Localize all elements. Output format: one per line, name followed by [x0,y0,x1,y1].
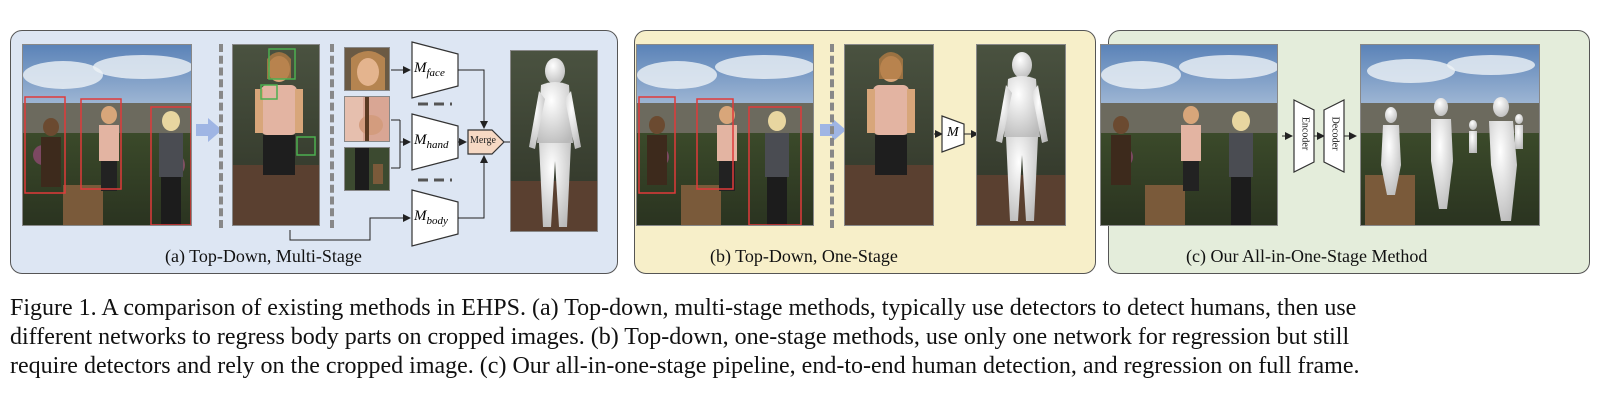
encoder-label: Encoder [1299,116,1311,151]
multi-stage-network-diagram [289,41,519,247]
face-module-label: Mface [414,60,445,79]
dashed-separator [330,44,334,228]
single-module-label: M [947,125,959,140]
panel-b-caption: (b) Top-Down, One-Stage [710,246,898,266]
cropped-person-photo [232,44,320,226]
hand-crop-photo [344,96,390,142]
garden-scene-photo [636,44,814,226]
body-module-label: Mbody [414,208,448,227]
human-mesh-render [976,44,1066,226]
figure-caption-line-3: require detectors and rely on the croppe… [10,353,1360,379]
hand-module-label: Mhand [414,132,449,151]
human-mesh-render [1360,44,1540,226]
figure-caption-line-1: Figure 1. A comparison of existing metho… [10,295,1357,321]
face-crop-photo [344,47,390,91]
one-stage-network-diagram [934,115,979,153]
garden-scene-photo [1100,44,1278,226]
figure-caption: Figure 1. A comparison of existing metho… [10,294,1590,381]
body-crop-photo [344,147,390,191]
dashed-separator [830,44,834,228]
panel-c-caption: (c) Our All-in-One-Stage Method [1186,246,1428,266]
merge-module-label: Merge [470,135,496,146]
encoder-decoder-diagram [1282,99,1357,173]
decoder-label: Decoder [1329,116,1341,151]
garden-scene-photo [22,44,192,226]
figure-caption-line-2: different networks to regress body parts… [10,324,1350,350]
cropped-person-photo [844,44,934,226]
dashed-separator [219,44,223,228]
process-arrow [196,118,222,142]
human-mesh-render [510,50,598,232]
panel-a-caption: (a) Top-Down, Multi-Stage [165,246,362,266]
